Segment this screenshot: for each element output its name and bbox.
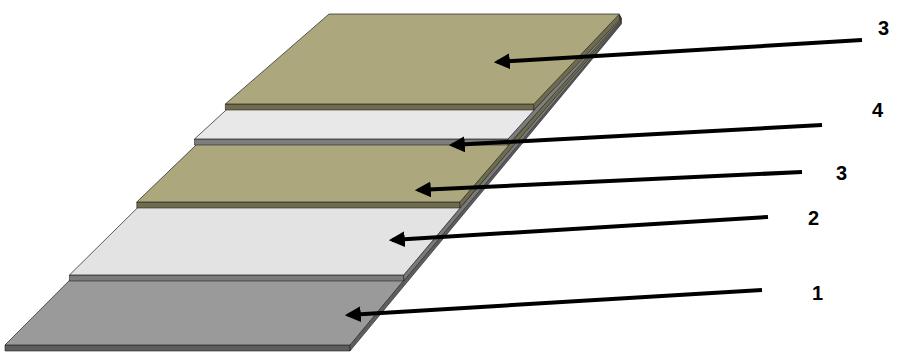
callout-number: 4: [872, 100, 883, 120]
layer-front-face: [225, 104, 533, 110]
leader-arrow: [392, 217, 768, 240]
callout-number: 1: [812, 283, 823, 303]
layer-front-face: [5, 345, 350, 351]
layer-top-surface: [195, 15, 620, 139]
leader-arrow: [348, 290, 762, 315]
callout-number: 3: [878, 18, 889, 38]
layer-front-face: [69, 275, 403, 281]
callout-number: 3: [836, 163, 847, 183]
layer-front-face: [137, 202, 460, 208]
leader-arrow: [452, 125, 822, 145]
leader-arrow: [497, 40, 862, 62]
callout-number: 2: [808, 208, 819, 228]
leader-arrow: [418, 172, 802, 190]
